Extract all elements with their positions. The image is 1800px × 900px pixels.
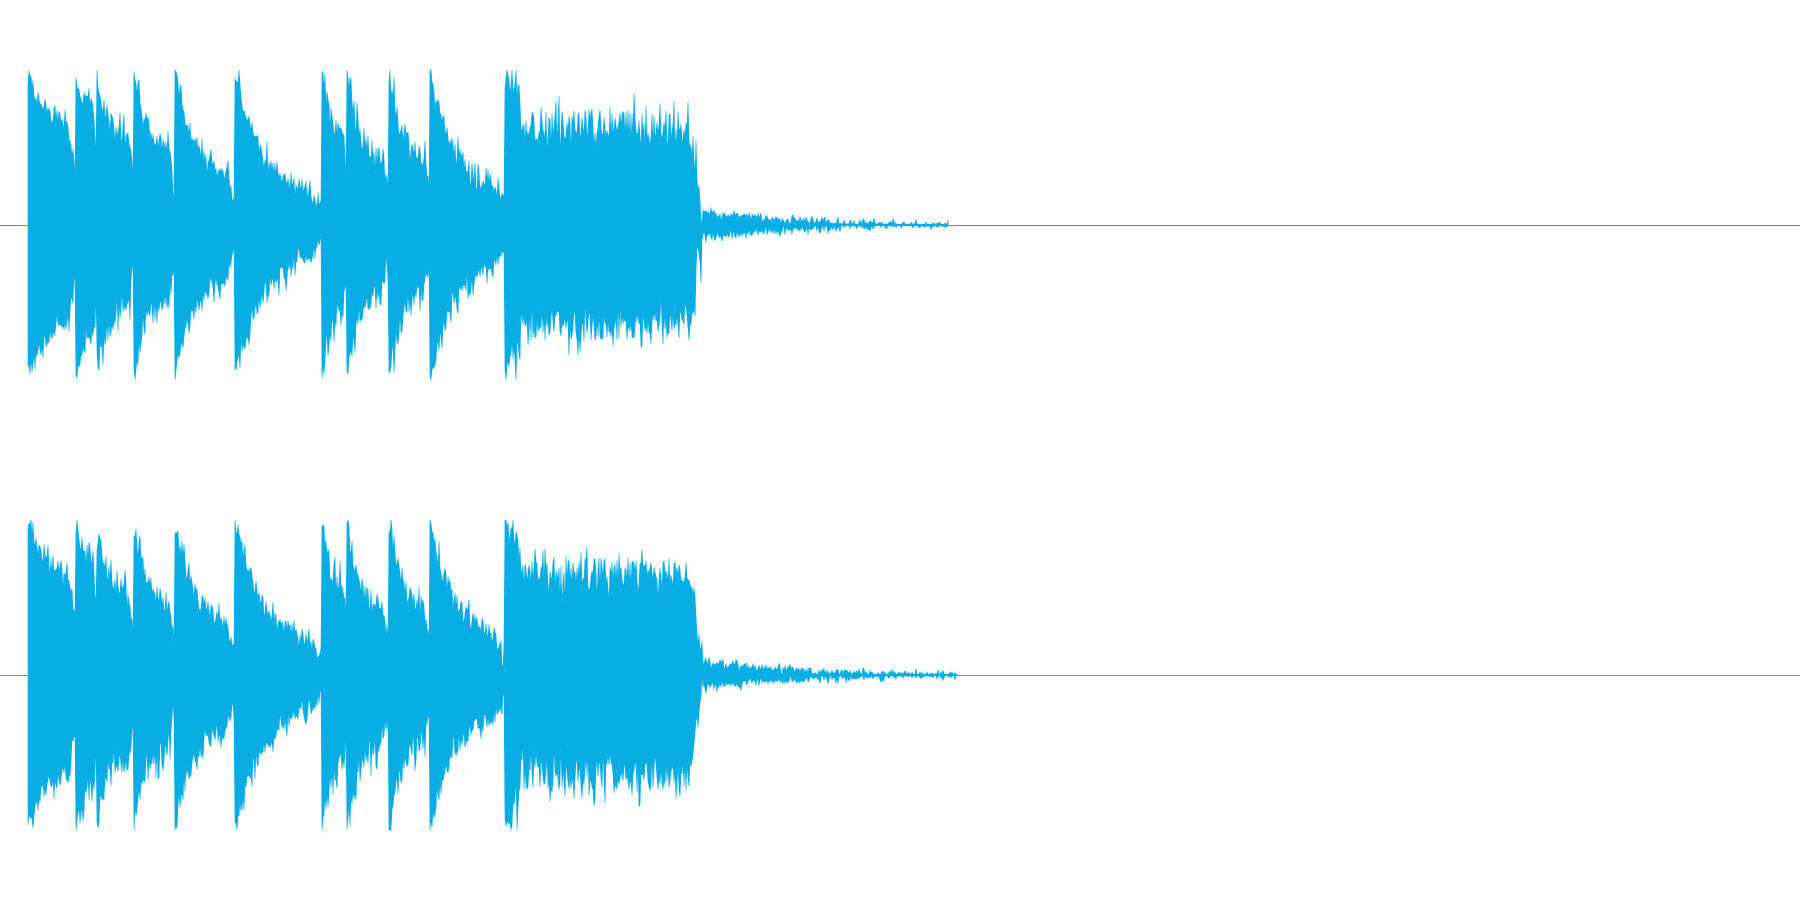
waveform-envelope (27, 68, 949, 381)
waveform-envelope (27, 518, 958, 831)
waveform-channel-1 (0, 68, 1800, 381)
waveform-channel-2 (0, 518, 1800, 831)
